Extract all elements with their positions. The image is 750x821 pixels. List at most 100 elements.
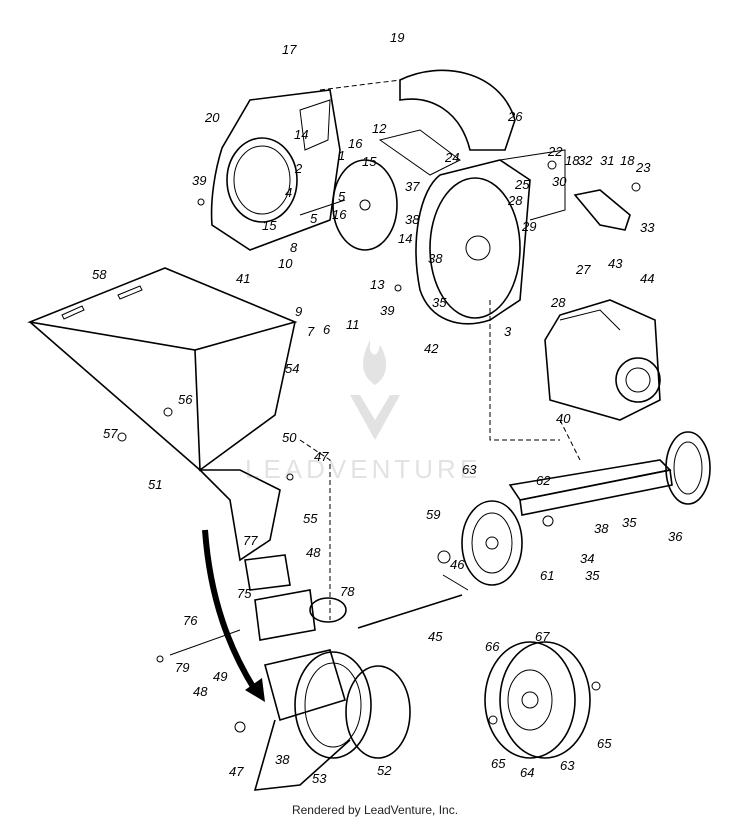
callout: 59	[426, 507, 440, 522]
callout: 18	[620, 153, 635, 168]
callout: 28	[550, 295, 566, 310]
callout: 47	[229, 764, 244, 779]
chassis-frame	[508, 459, 673, 516]
callout: 20	[204, 110, 220, 125]
callout: 63	[462, 462, 477, 477]
callout: 39	[192, 173, 206, 188]
callout: 51	[148, 477, 162, 492]
callout: 57	[103, 426, 118, 441]
callout-labels: 17 19 20 26 14 16 1 12 2 15 24 22 18 32 …	[92, 30, 683, 786]
callout: 75	[237, 586, 252, 601]
callout: 37	[405, 179, 420, 194]
callout: 43	[608, 256, 623, 271]
callout: 28	[507, 193, 523, 208]
callout: 29	[521, 219, 536, 234]
callout: 27	[575, 262, 591, 277]
callout: 22	[547, 144, 563, 159]
callout: 31	[600, 153, 614, 168]
callout: 48	[306, 545, 321, 560]
callout: 18	[565, 153, 580, 168]
callout: 40	[556, 411, 571, 426]
callout: 9	[295, 304, 302, 319]
callout: 15	[362, 154, 377, 169]
callout: 63	[560, 758, 575, 773]
callout: 38	[275, 752, 290, 767]
callout: 35	[432, 295, 447, 310]
leadventure-watermark: LEADVENTURE	[245, 340, 481, 484]
callout: 65	[491, 756, 506, 771]
callout: 15	[262, 218, 277, 233]
callout: 19	[390, 30, 404, 45]
callout: 47	[314, 449, 329, 464]
callout: 79	[175, 660, 189, 675]
callout: 30	[552, 174, 567, 189]
callout: 16	[332, 207, 347, 222]
impeller-plate	[299, 159, 398, 251]
callout: 55	[303, 511, 318, 526]
hopper	[27, 267, 298, 472]
callout: 14	[294, 127, 308, 142]
callout: 42	[424, 341, 439, 356]
callout: 11	[346, 317, 360, 332]
wheel-upper-right	[665, 431, 711, 505]
callout: 38	[405, 212, 420, 227]
callout: 23	[635, 160, 651, 175]
hardware-fasteners	[117, 160, 641, 733]
callout: 50	[282, 430, 297, 445]
callout: 44	[640, 271, 654, 286]
callout: 45	[428, 629, 443, 644]
callout: 10	[278, 256, 293, 271]
callout: 36	[668, 529, 683, 544]
callout: 32	[578, 153, 593, 168]
chute-plates	[244, 554, 347, 641]
callout: 67	[535, 629, 550, 644]
assembly-arrow	[202, 529, 258, 692]
callout: 46	[450, 557, 465, 572]
lower-chute-frame	[253, 649, 411, 791]
assembly-arrowhead	[245, 678, 265, 702]
callout: 14	[398, 231, 412, 246]
callout: 38	[594, 521, 609, 536]
callout: 12	[372, 121, 387, 136]
callout: 6	[323, 322, 331, 337]
callout: 56	[178, 392, 193, 407]
callout: 5	[310, 211, 318, 226]
callout: 41	[236, 271, 250, 286]
alignment-lines	[299, 79, 581, 620]
callout: 39	[380, 303, 394, 318]
callout: 17	[282, 42, 297, 57]
callout: 1	[338, 148, 345, 163]
callout: 65	[597, 736, 612, 751]
callout: 35	[622, 515, 637, 530]
tire-lower	[484, 641, 591, 759]
footer-credit: Rendered by LeadVenture, Inc.	[291, 803, 459, 817]
callout: 58	[92, 267, 107, 282]
callout: 78	[340, 584, 355, 599]
axle-rod	[357, 574, 469, 629]
handle	[573, 189, 631, 231]
callout: 76	[183, 613, 198, 628]
hopper-bracket	[198, 469, 281, 562]
callout: 53	[312, 771, 327, 786]
callout: 61	[540, 568, 554, 583]
callout: 48	[193, 684, 208, 699]
discharge-chute	[378, 69, 516, 176]
callout: 4	[285, 185, 292, 200]
callout: 24	[444, 150, 459, 165]
callout: 34	[580, 551, 594, 566]
callout: 33	[640, 220, 655, 235]
callout: 7	[307, 324, 315, 339]
callout: 52	[377, 763, 392, 778]
callout: 25	[514, 177, 530, 192]
callout: 13	[370, 277, 385, 292]
callout: 64	[520, 765, 534, 780]
callout: 8	[290, 240, 298, 255]
callout: 77	[243, 533, 258, 548]
callout: 38	[428, 251, 443, 266]
callout: 49	[213, 669, 227, 684]
watermark-text: LEADVENTURE	[245, 454, 481, 484]
callout: 5	[338, 189, 346, 204]
callout: 2	[294, 161, 303, 176]
wheel-middle	[461, 500, 523, 586]
